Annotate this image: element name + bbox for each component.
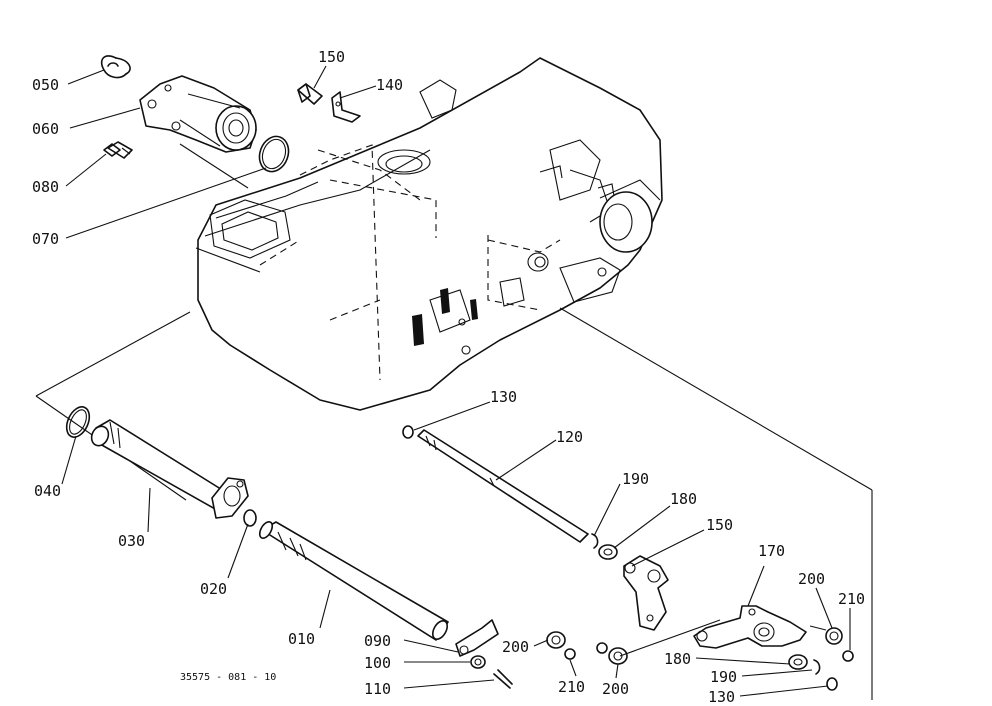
part-070-o-ring <box>258 135 290 173</box>
part-150-bolt <box>297 83 323 105</box>
label-060: 060 <box>32 120 59 138</box>
label-070: 070 <box>32 230 59 248</box>
part-120-shaft <box>417 429 589 543</box>
part-200-bushing-center <box>608 647 628 665</box>
part-090-lever <box>455 619 499 657</box>
part-200-bushing-left <box>546 631 566 649</box>
part-210-nut-center <box>596 642 608 654</box>
part-010-shaft <box>258 521 449 641</box>
part-040-o-ring <box>65 406 91 438</box>
part-140-plate <box>331 91 361 123</box>
part-190-pin-lower <box>813 659 821 675</box>
label-190-lower: 190 <box>710 668 737 686</box>
transmission-housing <box>197 57 663 411</box>
label-110: 110 <box>364 680 391 698</box>
part-130-ring-lower <box>826 677 838 691</box>
part-170-lever <box>693 605 807 649</box>
label-170: 170 <box>758 542 785 560</box>
part-030-tube <box>90 419 249 519</box>
label-050: 050 <box>32 76 59 94</box>
part-210-nut-right <box>842 650 854 662</box>
part-180-washer-lower <box>788 654 808 670</box>
label-080: 080 <box>32 178 59 196</box>
label-030: 030 <box>118 532 145 550</box>
label-020: 020 <box>200 580 227 598</box>
label-090: 090 <box>364 632 391 650</box>
label-150-lower: 150 <box>706 516 733 534</box>
part-080-bolt <box>103 141 133 159</box>
label-040: 040 <box>34 482 61 500</box>
label-200-center: 200 <box>602 680 629 698</box>
label-130-upper: 130 <box>490 388 517 406</box>
part-200-bushing-right <box>825 627 843 645</box>
part-050-snap-ring <box>100 55 131 79</box>
figure-code: 35575 - 081 - 10 <box>180 672 276 683</box>
label-200-left: 200 <box>502 638 529 656</box>
label-100: 100 <box>364 654 391 672</box>
label-130-lower: 130 <box>708 688 735 706</box>
part-110-pin <box>493 669 513 689</box>
label-180-lower: 180 <box>664 650 691 668</box>
part-020-ring <box>243 509 257 527</box>
part-180-washer-upper <box>598 544 618 560</box>
shaft-end-line <box>809 625 827 631</box>
part-150-lever-bracket <box>623 555 669 631</box>
label-140: 140 <box>376 76 403 94</box>
part-100-washer <box>470 655 486 669</box>
label-150-upper: 150 <box>318 48 345 66</box>
label-210-right: 210 <box>838 590 865 608</box>
leader-lines <box>61 65 851 697</box>
label-120: 120 <box>556 428 583 446</box>
label-200-right: 200 <box>798 570 825 588</box>
part-130-ring-upper <box>402 425 414 439</box>
part-190-pin-upper <box>591 533 599 549</box>
label-180-upper: 180 <box>670 490 697 508</box>
part-labels: 050 060 080 070 150 140 040 030 020 010 … <box>32 48 865 706</box>
label-010: 010 <box>288 630 315 648</box>
part-060-valve-housing <box>139 75 257 153</box>
part-210-nut-left <box>564 648 576 660</box>
label-190-upper: 190 <box>622 470 649 488</box>
label-210-center: 210 <box>558 678 585 696</box>
